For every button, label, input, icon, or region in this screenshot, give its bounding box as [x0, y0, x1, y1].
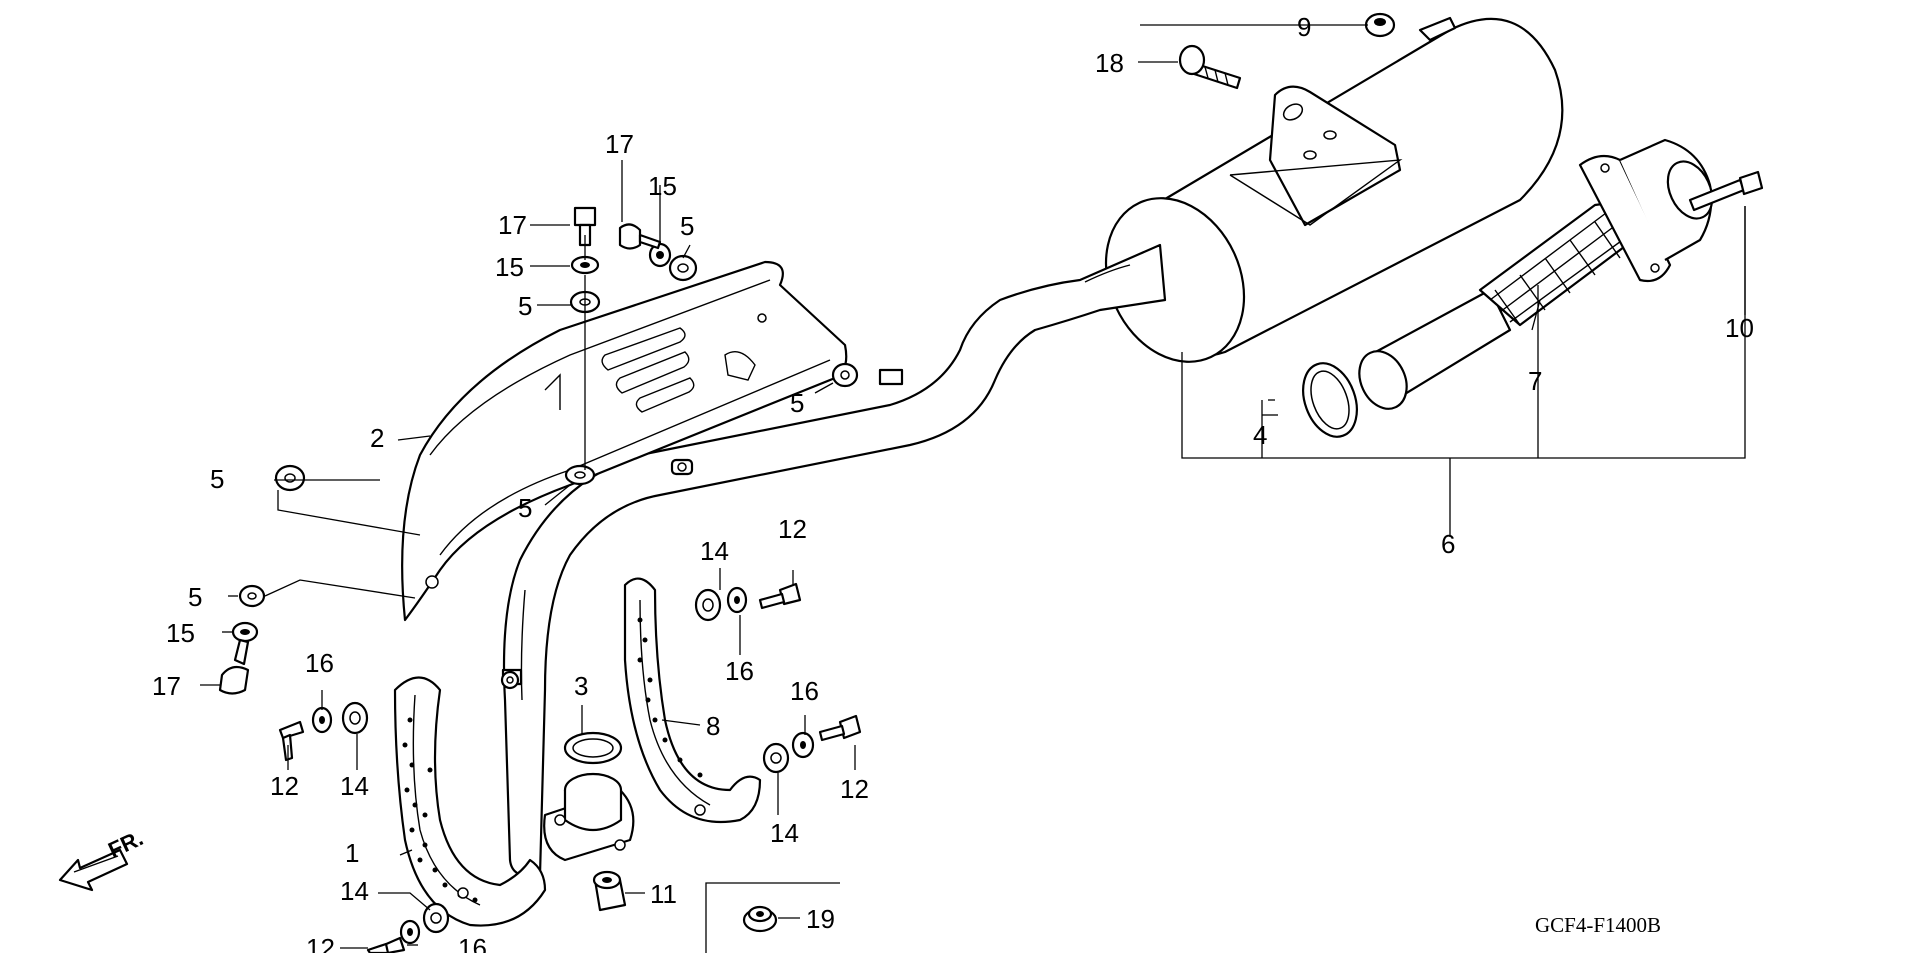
callout-16: 16	[790, 676, 819, 706]
callout-5: 5	[188, 582, 202, 612]
callout-19: 19	[806, 904, 835, 934]
bolt-12[interactable]	[278, 582, 862, 953]
callout-16: 16	[725, 656, 754, 686]
callout-14: 14	[700, 536, 729, 566]
callout-17: 17	[152, 671, 181, 701]
callout-3: 3	[574, 671, 588, 701]
callout-8: 8	[706, 711, 720, 741]
bolt-17[interactable]	[218, 206, 662, 695]
callout-15: 15	[166, 618, 195, 648]
callout-12: 12	[306, 933, 335, 953]
spark-arrester[interactable]	[1350, 138, 1720, 416]
leader-lines	[200, 24, 1746, 949]
callout-17: 17	[605, 129, 634, 159]
nut-11[interactable]	[592, 870, 627, 912]
callout-1: 1	[345, 838, 359, 868]
heat-protector-8[interactable]	[623, 577, 762, 824]
callout-14: 14	[770, 818, 799, 848]
front-direction-arrow	[58, 848, 129, 892]
callout-15: 15	[648, 171, 677, 201]
callout-12: 12	[840, 774, 869, 804]
callout-5: 5	[790, 388, 804, 418]
spacer-14[interactable]	[341, 588, 790, 934]
callout-14: 14	[340, 771, 369, 801]
callout-5: 5	[680, 211, 694, 241]
exhaust-pipe[interactable]	[500, 243, 1167, 878]
callout-16: 16	[305, 648, 334, 678]
callout-9: 9	[1297, 12, 1311, 42]
callout-10: 10	[1725, 313, 1754, 343]
callout-17: 17	[498, 210, 527, 240]
callout-12: 12	[270, 771, 299, 801]
callout-12: 12	[778, 514, 807, 544]
nut-9[interactable]	[1364, 12, 1396, 38]
heat-shield[interactable]	[401, 260, 848, 622]
muffler-body[interactable]	[1080, 16, 1564, 385]
callout-2: 2	[370, 423, 384, 453]
callout-5: 5	[518, 291, 532, 321]
callout-4: 4	[1253, 420, 1267, 450]
pipe-flange[interactable]	[543, 772, 635, 862]
washer-16[interactable]	[311, 586, 815, 945]
callout-6: 6	[1441, 529, 1455, 559]
muffler-gasket[interactable]	[1294, 356, 1367, 445]
callout-18: 18	[1095, 48, 1124, 78]
callout-15: 15	[495, 252, 524, 282]
part-19-frame	[705, 882, 840, 953]
callout-5: 5	[518, 493, 532, 523]
diagram-code: GCF4-F1400B	[1535, 913, 1661, 937]
bolt-18[interactable]	[1178, 44, 1242, 90]
callout-5: 5	[210, 464, 224, 494]
callout-7: 7	[1528, 366, 1542, 396]
exhaust-gasket[interactable]	[563, 731, 623, 765]
callout-16: 16	[458, 933, 487, 953]
nut-19[interactable]	[742, 905, 778, 933]
callout-14: 14	[340, 876, 369, 906]
callout-11: 11	[650, 879, 677, 909]
callout-labels: 1 2 3 4 5 5 5 5 5 5 6 7 8 9 10 11 12 12 …	[104, 12, 1754, 953]
heat-protector-lower[interactable]	[393, 676, 547, 927]
bolt-10[interactable]	[1688, 170, 1764, 212]
